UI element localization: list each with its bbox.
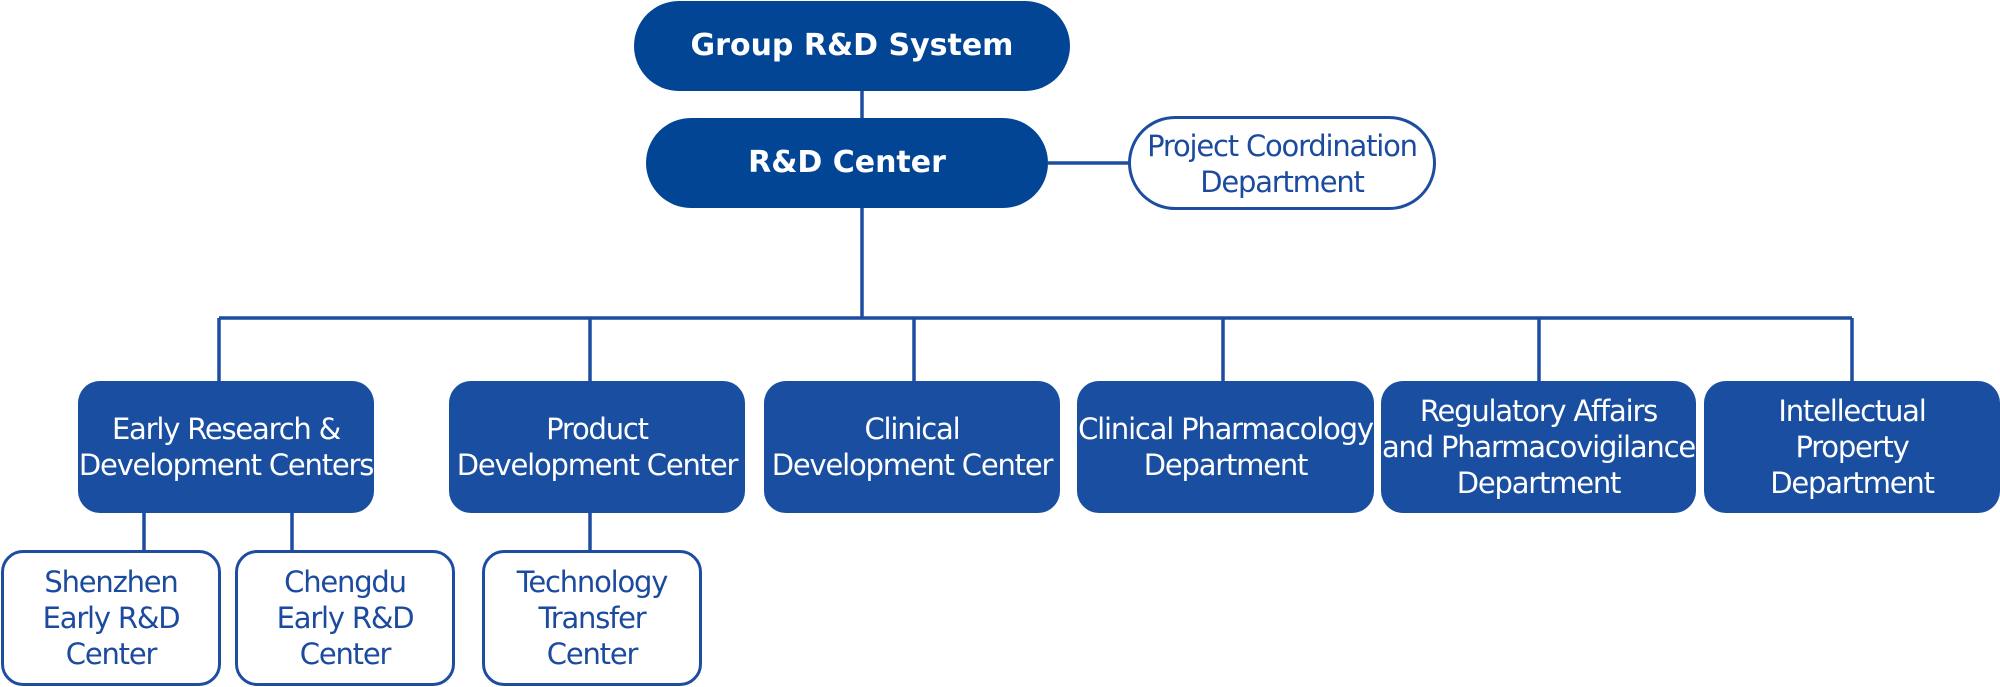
node-project-coordination: Project Coordination Department (1128, 116, 1436, 210)
node-label: Early Research & Development Centers (78, 412, 375, 482)
node-intellectual-property: Intellectual Property Department (1704, 381, 2000, 513)
node-clinical-pharmacology: Clinical Pharmacology Department (1077, 381, 1374, 513)
node-chengdu-early-rd: Chengdu Early R&D Center (235, 550, 455, 686)
node-group-rd-system: Group R&D System (634, 1, 1070, 91)
node-regulatory-affairs: Regulatory Affairs and Pharmacovigilance… (1381, 381, 1696, 513)
node-label: Clinical Pharmacology Department (1078, 412, 1374, 482)
node-product-development: Product Development Center (449, 381, 745, 513)
node-label: Product Development Center (456, 412, 739, 482)
node-label: Technology Transfer Center (516, 565, 669, 671)
node-shenzhen-early-rd: Shenzhen Early R&D Center (1, 550, 221, 686)
node-label: Group R&D System (690, 28, 1014, 63)
node-label: R&D Center (748, 145, 946, 180)
node-clinical-development: Clinical Development Center (764, 381, 1060, 513)
node-label: Shenzhen Early R&D Center (42, 565, 181, 671)
node-label: Project Coordination Department (1147, 129, 1418, 199)
node-label: Chengdu Early R&D Center (276, 565, 415, 671)
node-rd-center: R&D Center (646, 118, 1048, 208)
node-label: Intellectual Property Department (1770, 394, 1935, 500)
node-label: Clinical Development Center (771, 412, 1054, 482)
node-early-research: Early Research & Development Centers (78, 381, 374, 513)
node-label: Regulatory Affairs and Pharmacovigilance… (1381, 394, 1696, 500)
node-technology-transfer: Technology Transfer Center (482, 550, 702, 686)
